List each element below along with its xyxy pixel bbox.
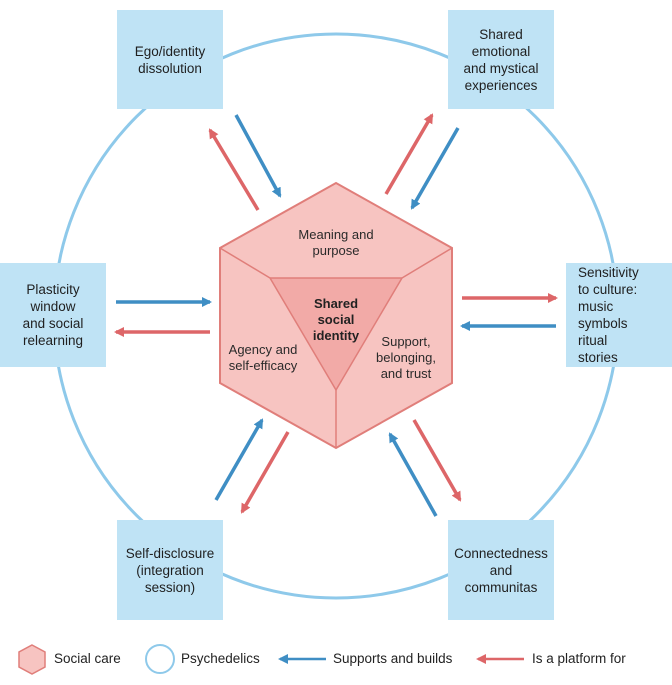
box-plasticity: Plasticity window and social relearning — [0, 263, 106, 367]
arrow-connectedness-platform — [412, 419, 462, 502]
legend-supports-label: Supports and builds — [333, 651, 453, 666]
triangle-left-edge — [269, 277, 337, 391]
box-ego-dissolution: Ego/identity dissolution — [117, 10, 223, 109]
arrow-emotional-platform — [384, 113, 434, 195]
box-shared-emotional: Shared emotional and mystical experience… — [448, 10, 554, 109]
triangle-right-edge — [335, 277, 403, 391]
hex-edge-top-left — [219, 247, 271, 279]
core-triangle — [270, 278, 402, 390]
legend-psychedelics-label: Psychedelics — [181, 651, 260, 666]
arrow-connectedness-supports — [388, 432, 438, 517]
arrow-disclosure-platform — [240, 431, 290, 514]
legend-social-care-label: Social care — [54, 651, 121, 666]
core-shared-social-identity: Shared social identity — [312, 296, 360, 343]
hex-edge-top-right — [401, 247, 453, 279]
legend-platform-label: Is a platform for — [532, 651, 626, 666]
legend-social-care-icon — [18, 644, 46, 675]
arrow-ego-platform — [208, 128, 260, 211]
arrow-disclosure-supports — [214, 418, 264, 501]
arrow-emotional-supports — [410, 127, 460, 210]
face-support: Support, belonging, and trust — [376, 334, 436, 381]
box-connectedness: Connectedness and communitas — [448, 520, 554, 620]
box-self-disclosure: Self-disclosure (integration session) — [117, 520, 223, 620]
face-agency: Agency and self-efficacy — [228, 342, 298, 373]
face-meaning-purpose: Meaning and purpose — [298, 227, 374, 258]
legend-psychedelics-icon — [145, 644, 175, 674]
arrow-ego-supports — [234, 114, 282, 198]
box-sensitivity: Sensitivity to culture: music symbols ri… — [566, 263, 672, 367]
